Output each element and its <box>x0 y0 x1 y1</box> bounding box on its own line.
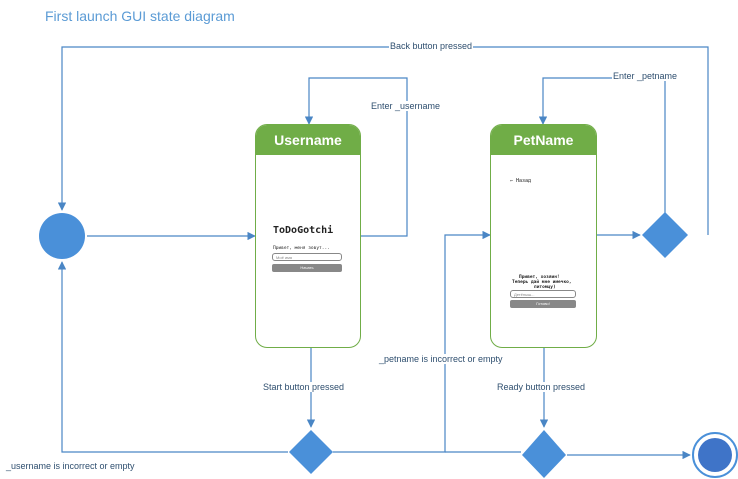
username-prompt: Привет, меня зовут... <box>273 246 330 251</box>
state-username-header: Username <box>256 125 360 155</box>
label-enter-petname: Enter _petname <box>612 71 679 81</box>
label-petname-incorrect: _petname is incorrect or empty <box>378 354 504 364</box>
petname-prompt-2: Теперь дай мне имечко, <box>512 280 572 285</box>
petname-prompt-3: питомцу) <box>534 285 556 290</box>
label-back-button: Back button pressed <box>389 41 474 51</box>
username-input[interactable]: Моё имя <box>272 253 342 261</box>
diagram-title: First launch GUI state diagram <box>45 8 235 24</box>
back-link[interactable]: ← Назад <box>510 178 532 184</box>
final-node-inner <box>698 438 732 472</box>
label-ready-button: Ready button pressed <box>496 382 587 392</box>
decision-start <box>289 430 333 474</box>
decision-petname <box>642 212 688 258</box>
edge-username-incorrect <box>57 261 288 453</box>
edge-enter-username <box>304 77 408 237</box>
state-username: Username ToDoGotchi Привет, меня зовут..… <box>255 124 361 348</box>
state-petname-header: PetName <box>491 125 596 155</box>
petname-input[interactable]: Детёныш... <box>510 290 576 298</box>
label-username-incorrect: _username is incorrect or empty <box>5 461 136 471</box>
edge-to-petname <box>333 230 491 453</box>
app-name: ToDoGotchi <box>273 225 334 236</box>
label-enter-username: Enter _username <box>370 101 442 111</box>
decision-ready <box>522 430 566 478</box>
edge-back-button <box>57 46 709 235</box>
initial-node <box>39 213 85 259</box>
start-button[interactable]: Начать <box>272 264 342 272</box>
state-petname: PetName ← Назад Привет, хозяин! Теперь д… <box>490 124 597 348</box>
edge-enter-petname <box>538 77 666 213</box>
label-start-button: Start button pressed <box>262 382 346 392</box>
petname-prompt-1: Привет, хозяин! <box>519 275 560 280</box>
ready-button[interactable]: Готово! <box>510 300 576 308</box>
